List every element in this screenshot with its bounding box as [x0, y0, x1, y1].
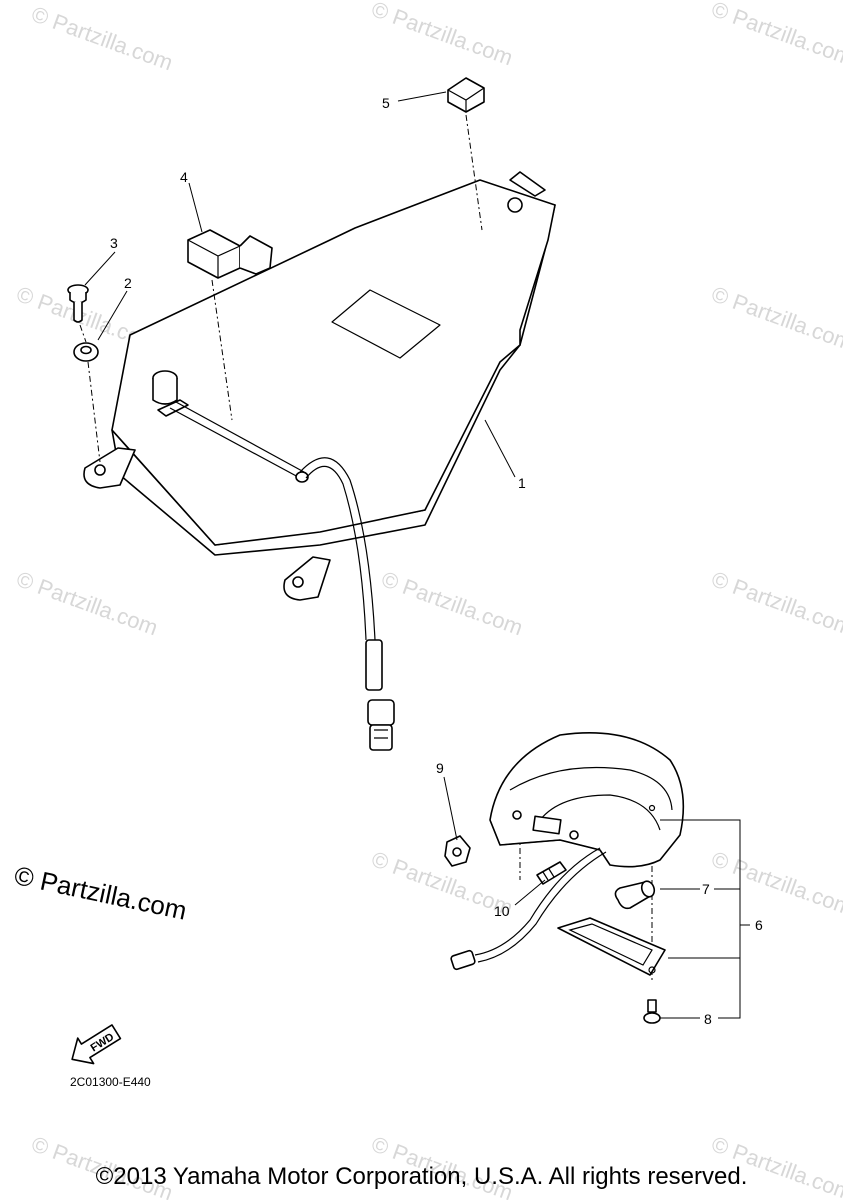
watermark: © Partzilla.com — [28, 1, 176, 75]
callout-10: 10 — [494, 903, 510, 919]
callout-3: 3 — [110, 235, 118, 251]
part-2-grommet — [73, 342, 99, 362]
fwd-arrow-icon: FWD — [71, 1024, 122, 1065]
callout-2: 2 — [124, 275, 132, 291]
copyright-notice: ©2013 Yamaha Motor Corporation, U.S.A. A… — [95, 1163, 748, 1190]
watermark-layer: © Partzilla.com © Partzilla.com © Partzi… — [13, 0, 843, 1200]
callout-4: 4 — [180, 169, 188, 185]
part-1-main-unit — [83, 171, 556, 751]
part-9-nut — [444, 835, 471, 867]
part-10-bolt — [536, 861, 567, 885]
watermark: © Partzilla.com — [708, 0, 843, 70]
callout-6: 6 — [755, 917, 763, 933]
watermark: © Partzilla.com — [708, 566, 843, 640]
callout-5: 5 — [382, 95, 390, 111]
part-4-relay — [187, 229, 273, 279]
part-3-collar — [67, 284, 89, 323]
watermark: © Partzilla.com — [708, 281, 843, 355]
leader-lines — [84, 91, 750, 1019]
part-6-lamp-assembly — [450, 732, 685, 971]
part-5-cap — [447, 77, 485, 113]
lamp-lens — [557, 917, 666, 976]
callout-9: 9 — [436, 760, 444, 776]
callout-7: 7 — [702, 881, 710, 897]
diagram-code: 2C01300-E440 — [70, 1075, 151, 1089]
callout-8: 8 — [704, 1011, 712, 1027]
watermark: © Partzilla.com — [13, 566, 161, 640]
part-7-bulb — [614, 880, 656, 910]
callout-labels: 1 2 3 4 5 6 7 8 9 10 — [110, 95, 763, 1027]
watermark: © Partzilla.com — [378, 566, 526, 640]
watermark: © Partzilla.com — [368, 0, 516, 70]
part-8-screw — [643, 999, 661, 1024]
callout-1: 1 — [518, 475, 526, 491]
watermark: © Partzilla.com — [708, 846, 843, 920]
